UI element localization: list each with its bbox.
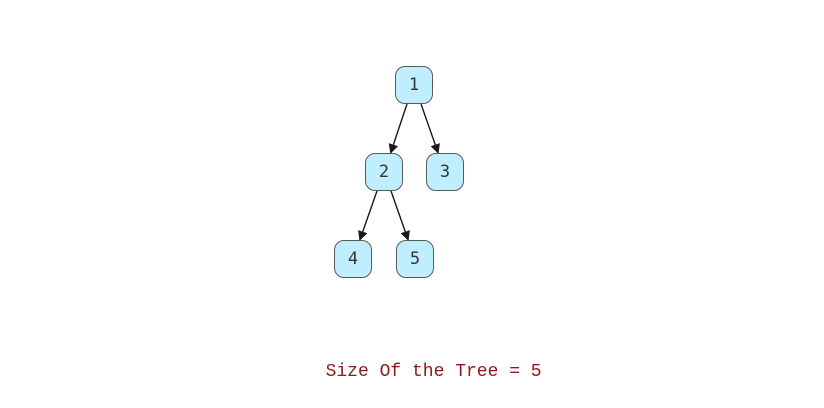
tree-node-4: 4	[334, 240, 372, 278]
tree-size-text: Size Of the Tree = 5	[325, 362, 542, 382]
tree-size-caption: Size Of the Tree = 5	[0, 342, 824, 402]
edge-2-5	[390, 190, 410, 241]
edge-1-2	[388, 103, 408, 154]
edge-1-3	[420, 103, 440, 154]
tree-node-2: 2	[365, 153, 403, 191]
tree-node-1: 1	[395, 66, 433, 104]
tree-node-5: 5	[396, 240, 434, 278]
edge-2-4	[358, 190, 378, 241]
tree-node-3: 3	[426, 153, 464, 191]
